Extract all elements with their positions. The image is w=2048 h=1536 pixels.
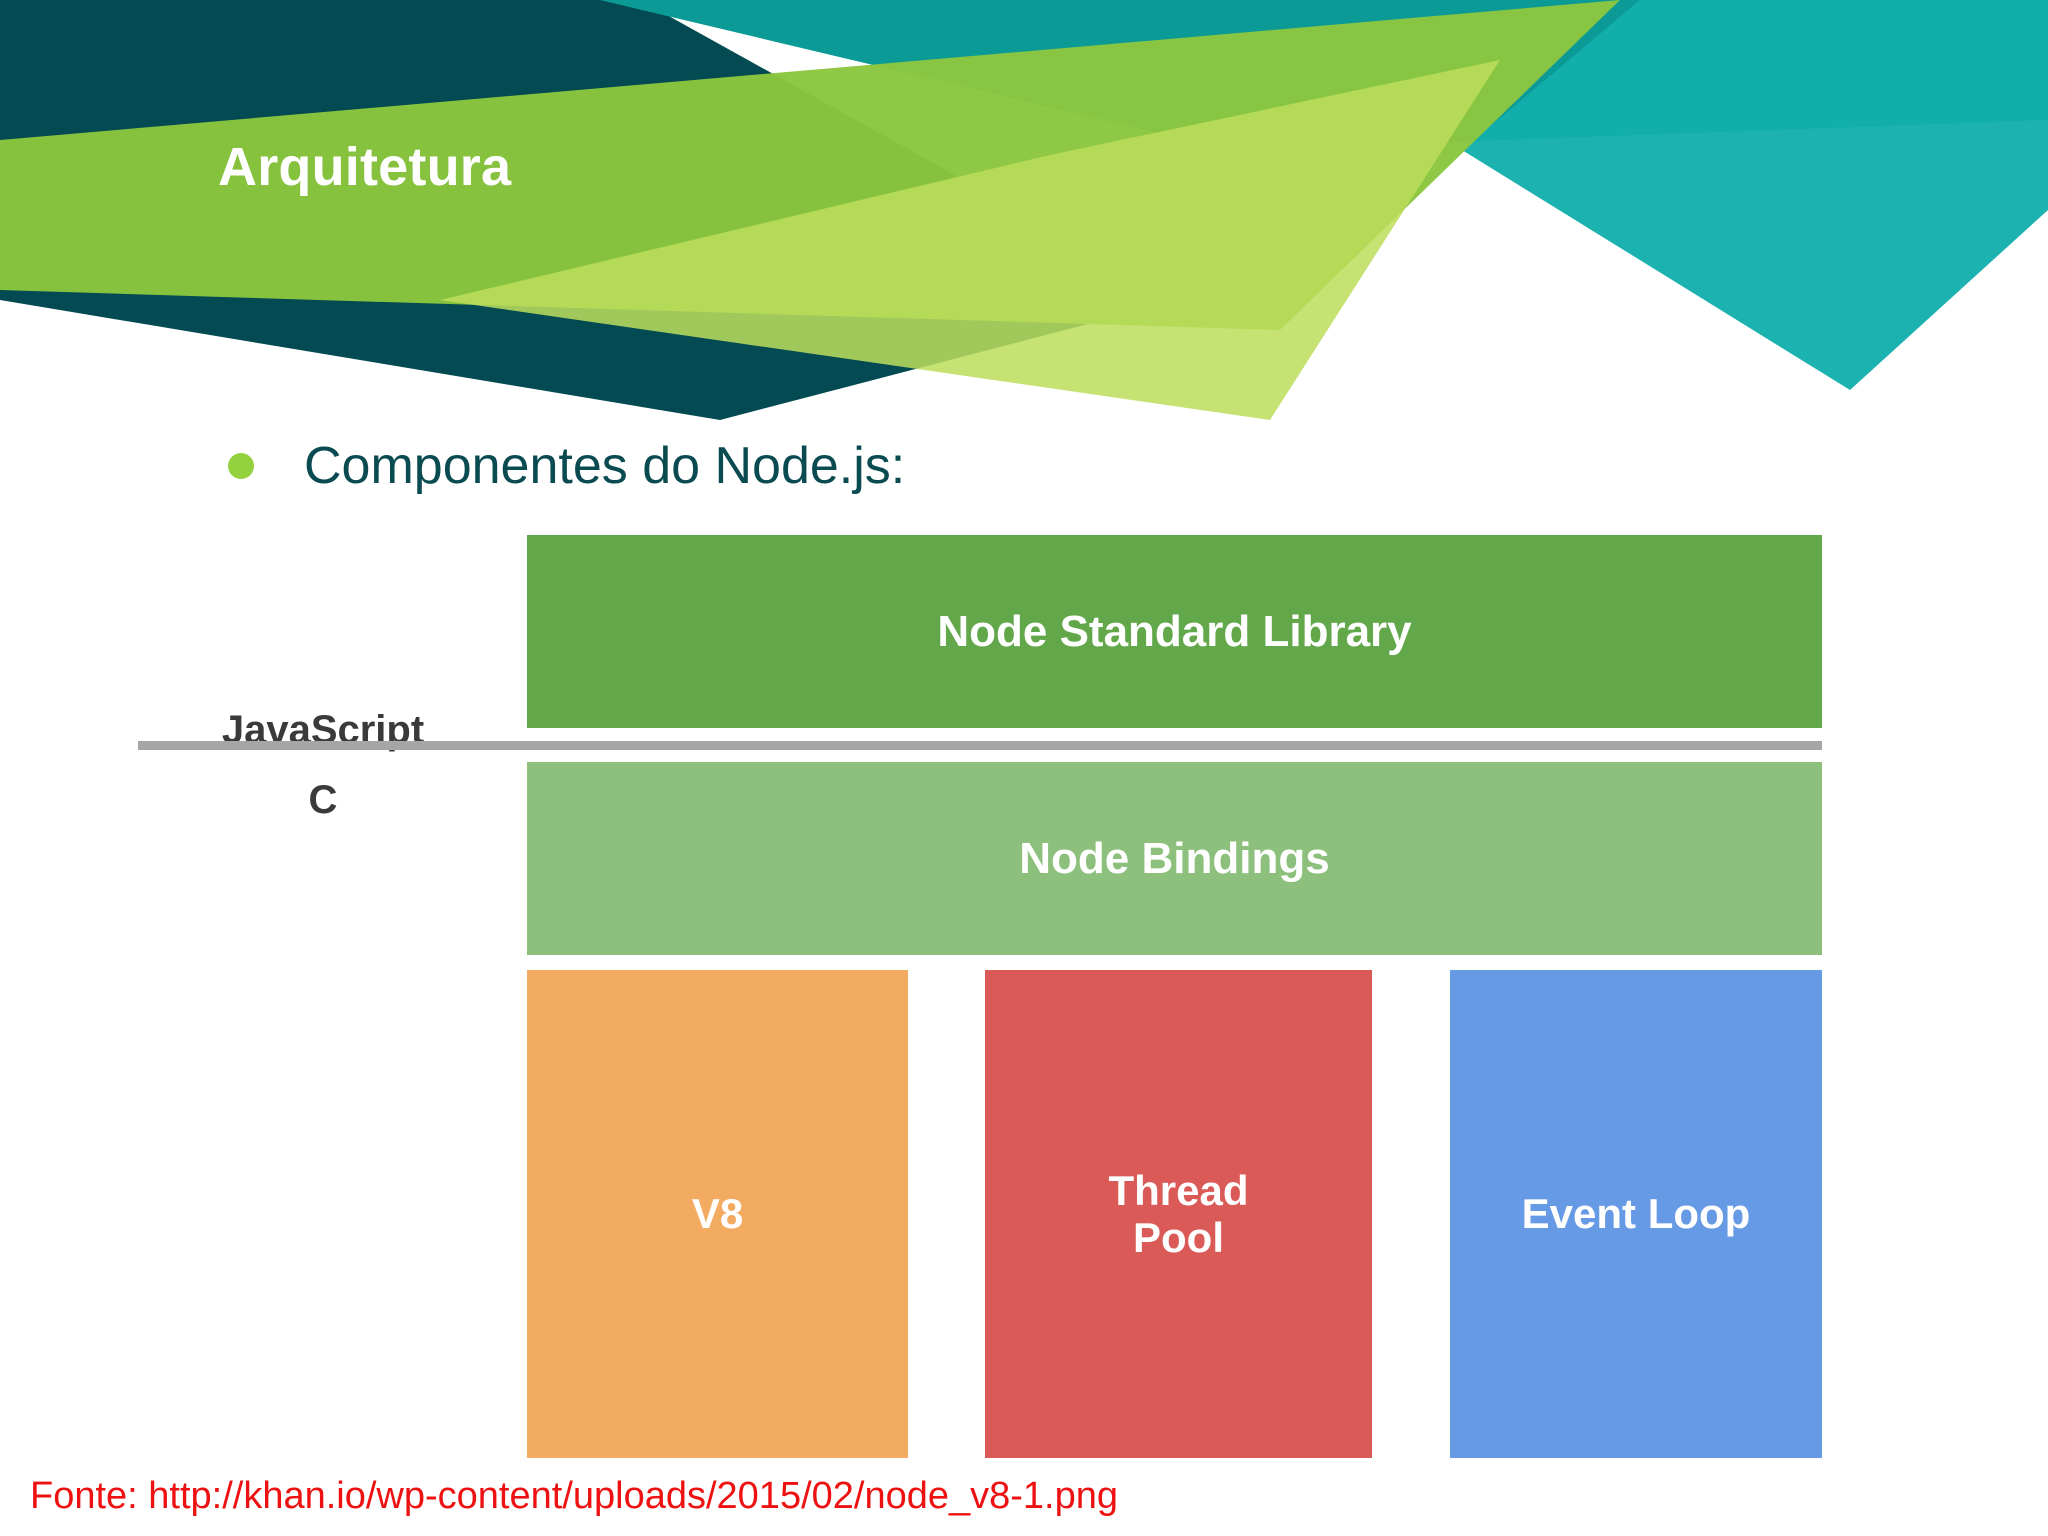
bullet-item-label: Componentes do Node.js:	[304, 437, 906, 495]
diagram-box-v8: V8	[527, 970, 908, 1458]
header-shape-teal-right	[1462, 0, 2048, 390]
source-citation: Fonte: http://khan.io/wp-content/uploads…	[30, 1475, 1119, 1517]
language-divider-line	[138, 741, 1822, 750]
page-title: Arquitetura	[218, 137, 512, 197]
bullet-marker-icon	[228, 453, 254, 479]
node-architecture-diagram: JavaScript C Node Standard Library Node …	[0, 535, 2048, 1465]
diagram-box-node-bindings: Node Bindings	[527, 762, 1822, 955]
bullet-list-item: Componentes do Node.js:	[228, 440, 905, 492]
diagram-box-node-standard-library: Node Standard Library	[527, 535, 1822, 728]
header-banner	[0, 0, 2048, 420]
language-label-c: C	[308, 778, 338, 822]
header-shape-light-green-wedge	[440, 60, 1500, 420]
diagram-box-event-loop: Event Loop	[1450, 970, 1822, 1458]
